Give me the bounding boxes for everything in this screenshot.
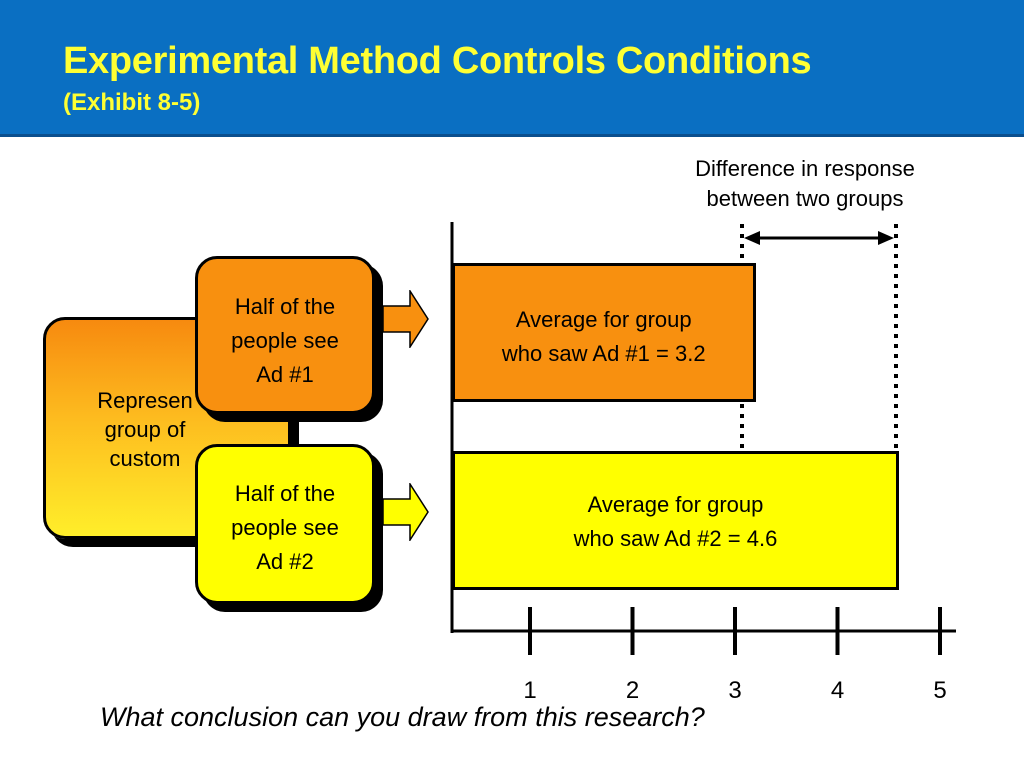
x-tick-label-2: 2 [626, 677, 639, 704]
bar-ad2-label-line-2: who saw Ad #2 = 4.6 [573, 526, 778, 551]
source-box-line-3: custom [109, 446, 181, 471]
x-tick-label-5: 5 [933, 677, 946, 704]
bar-ad1-label-line-2: who saw Ad #1 = 3.2 [501, 341, 706, 366]
group-ad2-line-3: Ad #2 [256, 549, 314, 574]
bar-ad1-label-line-1: Average for group [515, 307, 692, 332]
source-box-line-1: Represen [97, 388, 193, 413]
difference-label-line-1: Difference in response [695, 156, 915, 181]
x-tick-label-4: 4 [831, 677, 844, 704]
group-ad1-line-1: Half of the [234, 294, 336, 319]
slide-subtitle: (Exhibit 8-5) [63, 89, 201, 116]
group-ad2-box: Half of the people see Ad #2 [195, 444, 375, 604]
group-ad1-line-3: Ad #1 [256, 362, 314, 387]
difference-label: Difference in response between two group… [660, 154, 950, 214]
difference-arrow-icon [744, 231, 894, 245]
bar-ad1-average: Average for group who saw Ad #1 = 3.2 [452, 263, 756, 402]
group-ad2-line-2: people see [231, 515, 339, 540]
difference-label-line-2: between two groups [706, 186, 904, 211]
conclusion-question: What conclusion can you draw from this r… [100, 702, 705, 732]
source-box-line-2: group of [104, 417, 186, 442]
x-tick-labels: 1 2 3 4 5 [523, 677, 946, 704]
x-tick-label-1: 1 [523, 677, 536, 704]
slide-title: Experimental Method Controls Conditions [63, 40, 812, 82]
x-ticks [528, 607, 942, 655]
group-ad1-box: Half of the people see Ad #1 [195, 256, 375, 414]
bar-ad2-average: Average for group who saw Ad #2 = 4.6 [452, 451, 899, 590]
arrow-icon-ad1 [382, 290, 429, 348]
bar-ad2-label-line-1: Average for group [587, 492, 764, 517]
group-ad2-line-1: Half of the [234, 481, 336, 506]
arrow-icon-ad2 [382, 483, 429, 541]
title-banner: Experimental Method Controls Conditions … [0, 0, 1024, 137]
x-tick-label-3: 3 [728, 677, 741, 704]
group-ad1-line-2: people see [231, 328, 339, 353]
